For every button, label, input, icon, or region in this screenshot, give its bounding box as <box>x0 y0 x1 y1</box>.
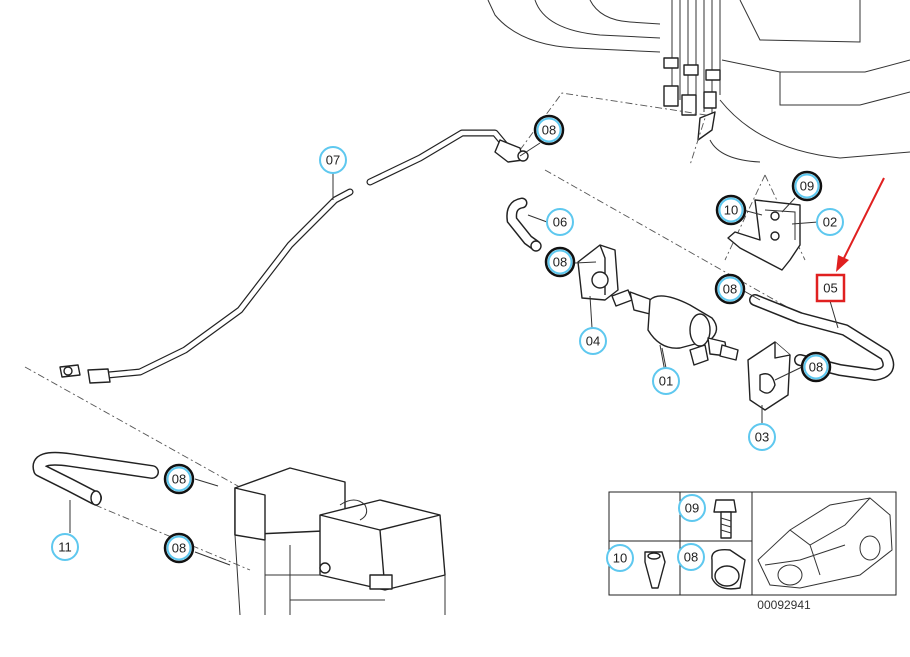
callout-06[interactable]: 06 <box>546 208 574 236</box>
callout-05-label: 05 <box>823 281 837 296</box>
callout-09[interactable]: 09 <box>678 494 706 522</box>
callout-10[interactable]: 10 <box>606 544 634 572</box>
callout-01[interactable]: 01 <box>652 367 680 395</box>
callout-08-label: 08 <box>542 123 556 138</box>
callout-11[interactable]: 11 <box>51 533 79 561</box>
leader-lines <box>69 142 839 566</box>
callout-01-label: 01 <box>659 374 673 389</box>
callout-08[interactable]: 08 <box>677 543 705 571</box>
callout-11-label: 11 <box>58 540 72 555</box>
fuel-line-07 <box>59 129 529 384</box>
callout-08-label: 08 <box>809 360 823 375</box>
callout-04-label: 04 <box>586 334 600 349</box>
bracket-03 <box>747 341 791 411</box>
callout-08[interactable]: 08 <box>544 246 576 278</box>
heater-unit <box>234 467 446 616</box>
callout-06-label: 06 <box>553 215 567 230</box>
callout-05-highlighted[interactable]: 05 <box>815 273 846 303</box>
highlight-arrow-icon <box>836 177 885 272</box>
callout-08-label: 08 <box>723 282 737 297</box>
callout-08[interactable]: 08 <box>533 114 565 146</box>
callout-08[interactable]: 08 <box>714 273 746 305</box>
callout-02-label: 02 <box>823 215 837 230</box>
hose-11 <box>32 451 159 506</box>
bracket-02 <box>727 199 801 271</box>
inset-box: 00092941 <box>608 491 897 612</box>
callout-08[interactable]: 08 <box>163 532 195 564</box>
callout-03[interactable]: 03 <box>748 423 776 451</box>
callout-08[interactable]: 08 <box>800 351 832 383</box>
vehicle-body-outline <box>487 0 910 163</box>
callout-10-label: 10 <box>613 551 627 566</box>
callout-03-label: 03 <box>755 430 769 445</box>
callout-02[interactable]: 02 <box>816 208 844 236</box>
callout-09-label: 09 <box>800 179 814 194</box>
callout-07-label: 07 <box>326 153 340 168</box>
fuel-pump-01 <box>611 289 739 373</box>
reference-number: 00092941 <box>757 598 811 612</box>
callout-10[interactable]: 10 <box>715 194 747 226</box>
callout-10-label: 10 <box>724 203 738 218</box>
bracket-04 <box>577 244 619 301</box>
hose-06 <box>506 197 542 252</box>
callout-08[interactable]: 08 <box>163 463 195 495</box>
callout-08-label: 08 <box>684 550 698 565</box>
callout-08-label: 08 <box>172 541 186 556</box>
callout-08-label: 08 <box>172 472 186 487</box>
callout-09[interactable]: 09 <box>791 170 823 202</box>
callout-04[interactable]: 04 <box>579 327 607 355</box>
callout-07[interactable]: 07 <box>319 146 347 174</box>
hose-05 <box>749 294 895 381</box>
callout-09-label: 09 <box>685 501 699 516</box>
callout-08-label: 08 <box>553 255 567 270</box>
